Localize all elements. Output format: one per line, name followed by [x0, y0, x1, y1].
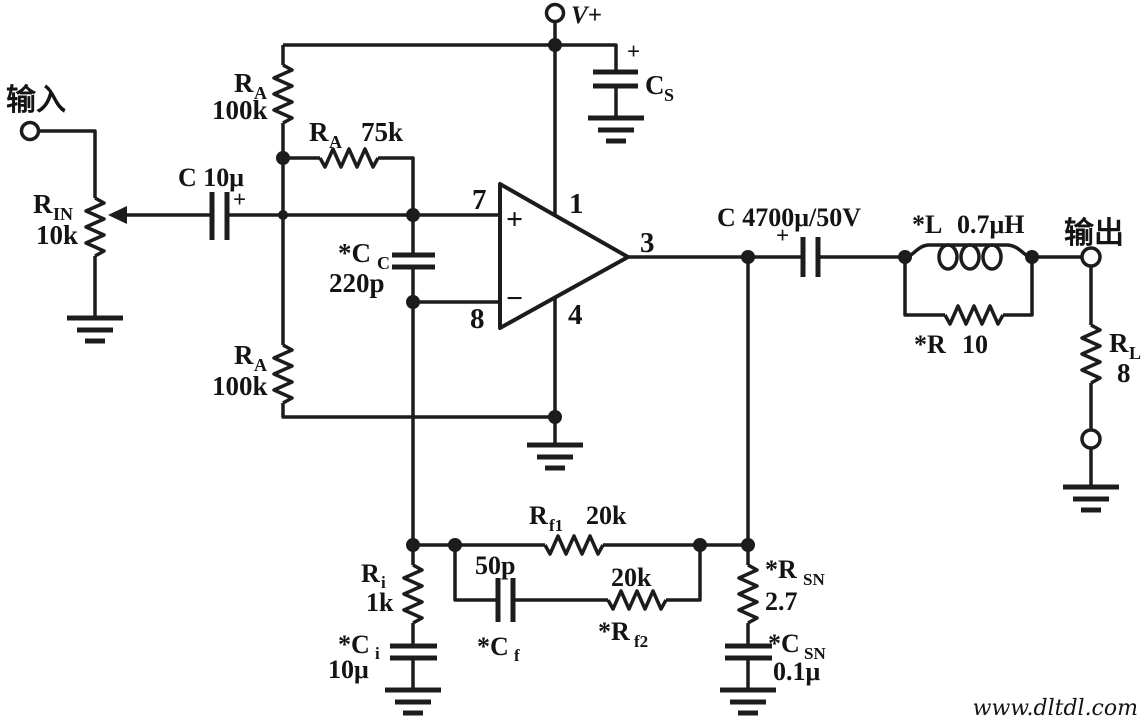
output-label: 输出: [1064, 217, 1124, 250]
opamp-pin4-label: 4: [568, 299, 583, 331]
capacitor-c-i: [390, 643, 437, 661]
c-in-polarity: +: [233, 187, 246, 212]
resistor-r-in: [84, 196, 127, 258]
resistor-ra-bottom: [272, 343, 294, 405]
capacitor-c-out: [800, 237, 821, 277]
watermark: www.dltdl.com: [973, 696, 1138, 721]
opamp-pin7-label: 7: [472, 184, 487, 216]
ra-top-symbol: R: [234, 68, 254, 98]
junction-dots: [276, 38, 1039, 552]
ground-symbol-cs: [588, 115, 644, 144]
c-c-subscript: C: [377, 253, 390, 273]
resistor-rf2: [606, 589, 668, 611]
opamp-triangle: [498, 182, 630, 330]
r-f1-value: 20k: [586, 501, 627, 530]
r-load-subscript: L: [1129, 343, 1141, 363]
ra-top-value: 100k: [212, 95, 268, 125]
c-sn-value: 0.1μ: [773, 657, 821, 686]
ra-bottom-value: 100k: [212, 371, 268, 401]
resistor-ra-top: [272, 63, 294, 125]
r-i-value: 1k: [366, 588, 394, 617]
opamp-inv-sign: −: [506, 282, 523, 315]
c-out-polarity: +: [776, 223, 789, 248]
r-damp-symbol: *R: [914, 330, 946, 359]
c-f-symbol: *C: [477, 632, 509, 661]
c-sn-subscript: SN: [804, 644, 826, 663]
ra-mid-subscript: A: [329, 132, 342, 152]
c-sn-symbol: *C: [768, 629, 800, 658]
r-f2-symbol: *R: [598, 617, 630, 646]
r-f2-subscript: f2: [634, 632, 648, 651]
ground-symbol-csn: [720, 687, 776, 716]
r-i-symbol: R: [361, 559, 380, 588]
ground-symbol-input: [67, 315, 123, 344]
ground-symbol-pin4: [527, 442, 583, 471]
r-sn-value: 2.7: [765, 587, 798, 616]
supply-terminal: [544, 2, 566, 24]
c-in-label: C 10μ: [178, 163, 244, 192]
supply-label: V+: [571, 2, 602, 29]
output-terminal: [1080, 246, 1102, 268]
resistor-r-damp: [943, 304, 1005, 326]
r-load-symbol: R: [1109, 328, 1129, 358]
c-s-symbol: C: [645, 70, 665, 100]
capacitor-c-in: [209, 192, 230, 240]
c-c-value: 220p: [329, 268, 385, 298]
resistor-ra-mid: [318, 147, 380, 169]
r-in-subscript: IN: [53, 204, 73, 224]
c-s-polarity: +: [627, 39, 640, 64]
opamp-pin1-label: 1: [569, 188, 584, 220]
wiper-arrow-icon: [108, 206, 127, 224]
ra-bottom-symbol: R: [234, 340, 254, 370]
resistor-rf1: [543, 534, 605, 556]
opamp-pin3-label: 3: [640, 227, 655, 259]
c-f-subscript: f: [514, 646, 520, 665]
input-label: 输入: [6, 84, 66, 117]
r-i-subscript: i: [381, 573, 386, 592]
resistor-rsn: [737, 563, 759, 625]
r-damp-value: 10: [962, 330, 988, 359]
c-s-subscript: S: [664, 85, 674, 105]
c-f-value: 50p: [475, 551, 515, 580]
capacitor-c-c: [392, 252, 435, 270]
c-c-symbol: *C: [338, 238, 371, 268]
c-i-subscript: i: [375, 644, 380, 663]
input-terminal: [19, 120, 41, 142]
r-f1-symbol: R: [529, 501, 548, 530]
r-in-value: 10k: [36, 220, 78, 250]
r-f2-value: 20k: [611, 563, 652, 592]
r-load-value: 8: [1117, 358, 1131, 388]
r-sn-symbol: *R: [765, 555, 797, 584]
capacitor-c-s: [593, 69, 638, 89]
l-out-symbol: *L: [912, 210, 942, 239]
labels: 输入 输出 V+ R IN 10k C 10μ + R A 100k R A 7…: [6, 2, 1141, 721]
r-in-symbol: R: [33, 189, 53, 219]
ground-symbol-load: [1063, 484, 1119, 513]
output-return-terminal: [1080, 428, 1102, 450]
capacitor-c-sn: [725, 643, 772, 661]
ra-top-subscript: A: [254, 83, 267, 103]
opamp-noninv-sign: +: [506, 203, 523, 236]
opamp-pin8-label: 8: [470, 303, 485, 335]
c-i-symbol: *C: [338, 630, 370, 659]
capacitor-c-f: [495, 578, 516, 622]
ra-mid-value: 75k: [361, 117, 403, 147]
r-f1-subscript: f1: [549, 516, 563, 535]
c-i-value: 10μ: [328, 655, 369, 684]
ra-mid-symbol: R: [309, 117, 329, 147]
ra-bottom-subscript: A: [254, 355, 267, 375]
r-sn-subscript: SN: [803, 570, 825, 589]
c-out-label: C 4700μ/50V: [717, 203, 861, 232]
inductor-l-out: [904, 243, 1033, 271]
ground-symbol-ci: [385, 687, 441, 716]
l-out-value: 0.7μH: [957, 210, 1024, 239]
resistor-r-load: [1080, 323, 1102, 385]
resistor-ri: [402, 563, 424, 625]
